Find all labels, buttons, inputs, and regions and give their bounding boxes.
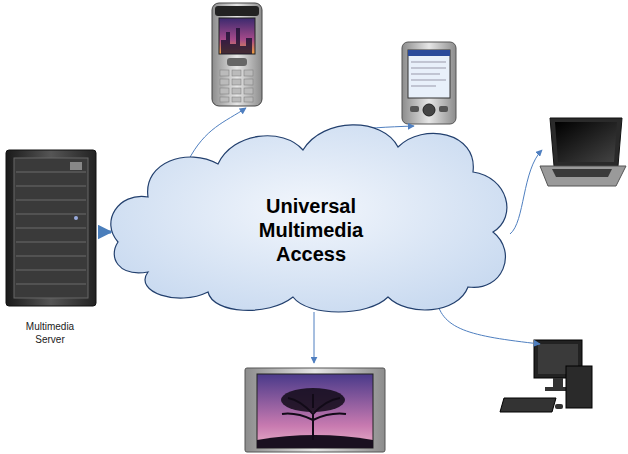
pda-picture xyxy=(402,42,456,124)
cloud-node: Universal Multimedia Access xyxy=(108,92,514,314)
server-picture xyxy=(6,150,96,306)
phone-picture xyxy=(212,3,262,106)
desktop-picture xyxy=(500,340,592,412)
server-arrow xyxy=(98,231,111,234)
server-node: Multimedia Server xyxy=(2,148,98,348)
server-label: Multimedia Server xyxy=(15,320,85,346)
laptop-picture xyxy=(540,118,626,186)
cloud-title: Universal Multimedia Access xyxy=(236,194,386,266)
tv-picture xyxy=(245,368,385,452)
